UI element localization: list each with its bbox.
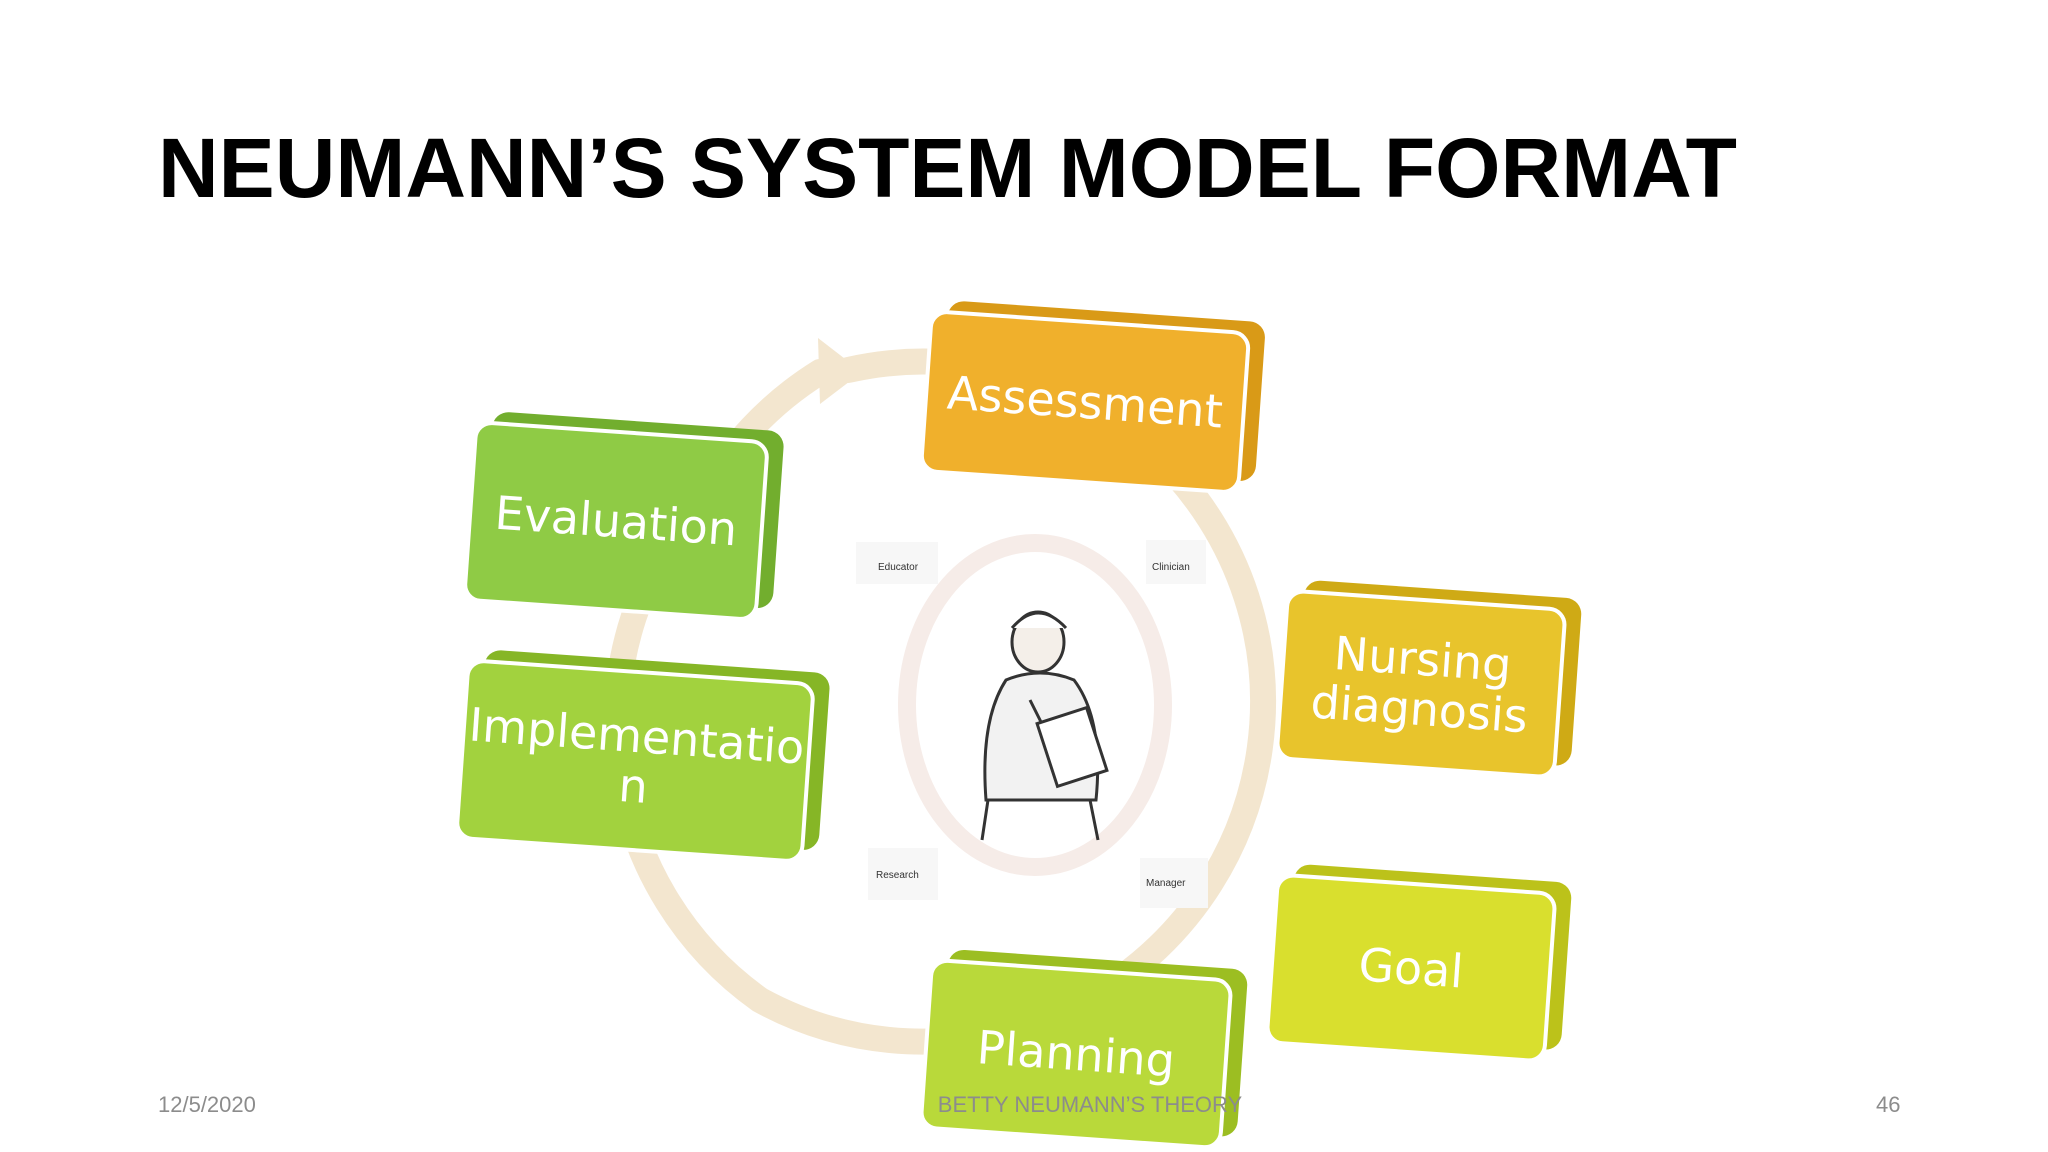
role-label-manager: Manager bbox=[1140, 858, 1208, 908]
footer-page-number: 46 bbox=[1876, 1092, 1901, 1117]
step-label-goal: Goal bbox=[1357, 937, 1465, 998]
step-label-line: Nursing bbox=[1332, 626, 1513, 692]
nurse-figure-icon bbox=[980, 610, 1109, 841]
step-box-implementation: Implementation bbox=[455, 650, 830, 863]
center-illustration: Educator Clinician Research Manager bbox=[856, 534, 1208, 908]
role-label-research: Research bbox=[868, 848, 938, 900]
role-label-clinician: Clinician bbox=[1146, 540, 1206, 584]
role-label-educator: Educator bbox=[856, 542, 938, 584]
step-label-line: n bbox=[617, 758, 650, 814]
step-box-goal: Goal bbox=[1265, 864, 1572, 1063]
step-box-face bbox=[455, 659, 815, 863]
step-label-line: Goal bbox=[1357, 937, 1465, 998]
step-box-nursing-diagnosis: Nursingdiagnosis bbox=[1275, 580, 1582, 779]
role-educator-label: Educator bbox=[878, 562, 919, 573]
footer-date: 12/5/2020 bbox=[158, 1092, 256, 1117]
footer-title: BETTY NEUMANN’S THEORY bbox=[937, 1092, 1243, 1117]
step-box-face bbox=[1275, 589, 1567, 779]
step-label-nursing-diagnosis: Nursingdiagnosis bbox=[1309, 625, 1533, 744]
step-box-face bbox=[1265, 873, 1557, 1063]
step-box-assessment: Assessment bbox=[919, 301, 1265, 494]
step-box-planning: Planning bbox=[919, 949, 1248, 1150]
step-box-face bbox=[463, 421, 769, 621]
role-manager-label: Manager bbox=[1146, 878, 1186, 889]
step-box-face bbox=[919, 310, 1251, 494]
step-box-face bbox=[919, 958, 1233, 1150]
step-box-evaluation: Evaluation bbox=[463, 412, 784, 621]
slide-title: NEUMANN’S SYSTEM MODEL FORMAT bbox=[158, 121, 1737, 215]
cycle-arrowhead bbox=[818, 338, 862, 404]
role-research-label: Research bbox=[876, 870, 919, 881]
center-halo bbox=[898, 534, 1172, 876]
role-clinician-label: Clinician bbox=[1152, 562, 1190, 573]
